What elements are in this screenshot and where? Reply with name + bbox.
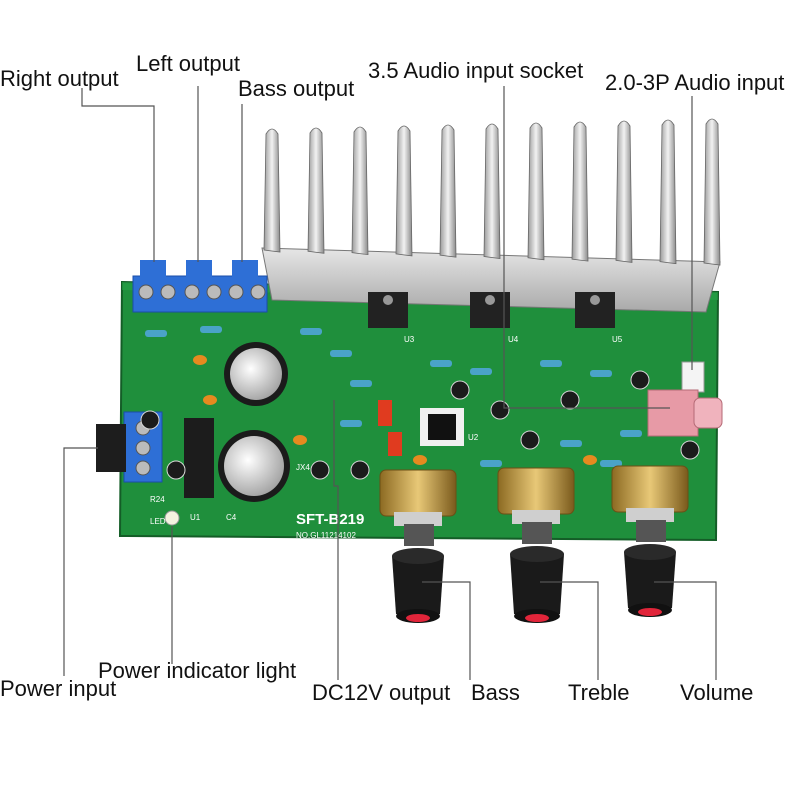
- bass-knob[interactable]: [392, 548, 444, 623]
- resistor: [620, 430, 642, 437]
- ceramic-capacitor: [293, 435, 307, 445]
- resistor: [590, 370, 612, 377]
- leader-bass: [422, 581, 471, 680]
- silk-led: LED: [150, 517, 166, 526]
- leader-power-input: [63, 447, 98, 676]
- board-serial-label: NO.GL11214102: [296, 531, 356, 540]
- resistor: [480, 460, 502, 467]
- label-power-input: Power input: [0, 676, 117, 701]
- label-audio-socket: 3.5 Audio input socket: [368, 58, 584, 83]
- red-capacitors: [378, 400, 402, 456]
- treble-potentiometer: [497, 467, 575, 544]
- ceramic-capacitor: [203, 395, 217, 405]
- label-bass: Bass: [471, 680, 520, 705]
- resistor: [340, 420, 362, 427]
- board-model-label: SFT-B219: [296, 511, 364, 528]
- small-capacitor: [490, 400, 510, 420]
- silk-u4: U4: [508, 335, 519, 344]
- small-capacitor: [310, 460, 330, 480]
- small-components: [140, 326, 700, 480]
- label-audio-3p: 2.0-3P Audio input: [605, 70, 785, 95]
- label-dc12v-output: DC12V output: [312, 680, 451, 705]
- small-capacitor: [680, 440, 700, 460]
- label-right-output: Right output: [0, 66, 119, 91]
- label-treble: Treble: [568, 680, 630, 705]
- bass-potentiometer: [379, 469, 457, 546]
- resistor: [145, 330, 167, 337]
- heatsink-fin: [615, 120, 633, 263]
- output-terminal-block: [132, 260, 268, 313]
- capacitor-large-1: [224, 342, 288, 406]
- resistor: [430, 360, 452, 367]
- capacitor-large-2: [218, 430, 290, 502]
- heatsink: [261, 118, 721, 313]
- heatsink-fin: [439, 124, 457, 258]
- resistor: [200, 326, 222, 333]
- leader-volume: [654, 581, 717, 680]
- silk-jx4: JX4: [296, 463, 310, 472]
- small-capacitor: [350, 460, 370, 480]
- label-left-output: Left output: [136, 51, 240, 76]
- leader-audio-socket: [503, 86, 670, 409]
- heatsink-fin: [527, 122, 545, 261]
- silk-r24: R24: [150, 495, 165, 504]
- resistor: [350, 380, 372, 387]
- small-capacitor: [166, 460, 186, 480]
- volume-potentiometer: [611, 465, 689, 542]
- silk-u1: U1: [190, 513, 201, 522]
- heatsink-fin: [659, 119, 677, 265]
- leader-dc12v: [333, 400, 339, 680]
- transistor-u4: [470, 292, 510, 328]
- small-capacitor: [450, 380, 470, 400]
- heatsink-fin: [483, 123, 501, 259]
- resistor: [470, 368, 492, 375]
- resistor: [560, 440, 582, 447]
- resistor: [600, 460, 622, 467]
- audio-socket-3-5mm: [647, 389, 723, 437]
- heatsink-fin: [703, 118, 721, 266]
- power-led: [164, 510, 180, 526]
- leader-right-output: [81, 88, 155, 262]
- silk-u3: U3: [404, 335, 415, 344]
- silk-c4: C4: [226, 513, 237, 522]
- leader-lines: [63, 86, 717, 680]
- treble-knob[interactable]: [510, 546, 564, 623]
- small-capacitor: [560, 390, 580, 410]
- label-volume: Volume: [680, 680, 754, 705]
- heatsink-fin: [307, 127, 325, 254]
- heatsink-fins: [263, 118, 721, 266]
- ceramic-capacitor: [583, 455, 597, 465]
- volume-knob[interactable]: [624, 544, 676, 617]
- ceramic-capacitor: [193, 355, 207, 365]
- heatsink-fin: [263, 128, 281, 253]
- heatsink-fin: [351, 126, 369, 256]
- leader-treble: [540, 581, 599, 680]
- resistor: [300, 328, 322, 335]
- silk-u2: U2: [468, 433, 479, 442]
- small-capacitor: [140, 410, 160, 430]
- audio-3p-connector: [681, 361, 705, 393]
- transistor-u5: [575, 292, 615, 328]
- label-bass-output: Bass output: [238, 76, 355, 101]
- resistor: [330, 350, 352, 357]
- heatsink-fin: [395, 125, 413, 257]
- small-capacitor: [520, 430, 540, 450]
- heatsink-fin: [571, 121, 589, 262]
- ceramic-capacitor: [413, 455, 427, 465]
- silk-u5: U5: [612, 335, 623, 344]
- transistor-u3: [368, 292, 408, 328]
- small-capacitor: [630, 370, 650, 390]
- resistor: [540, 360, 562, 367]
- regulator-chip: [184, 418, 214, 498]
- label-power-indicator: Power indicator light: [98, 658, 297, 683]
- ic-chip: [420, 408, 464, 446]
